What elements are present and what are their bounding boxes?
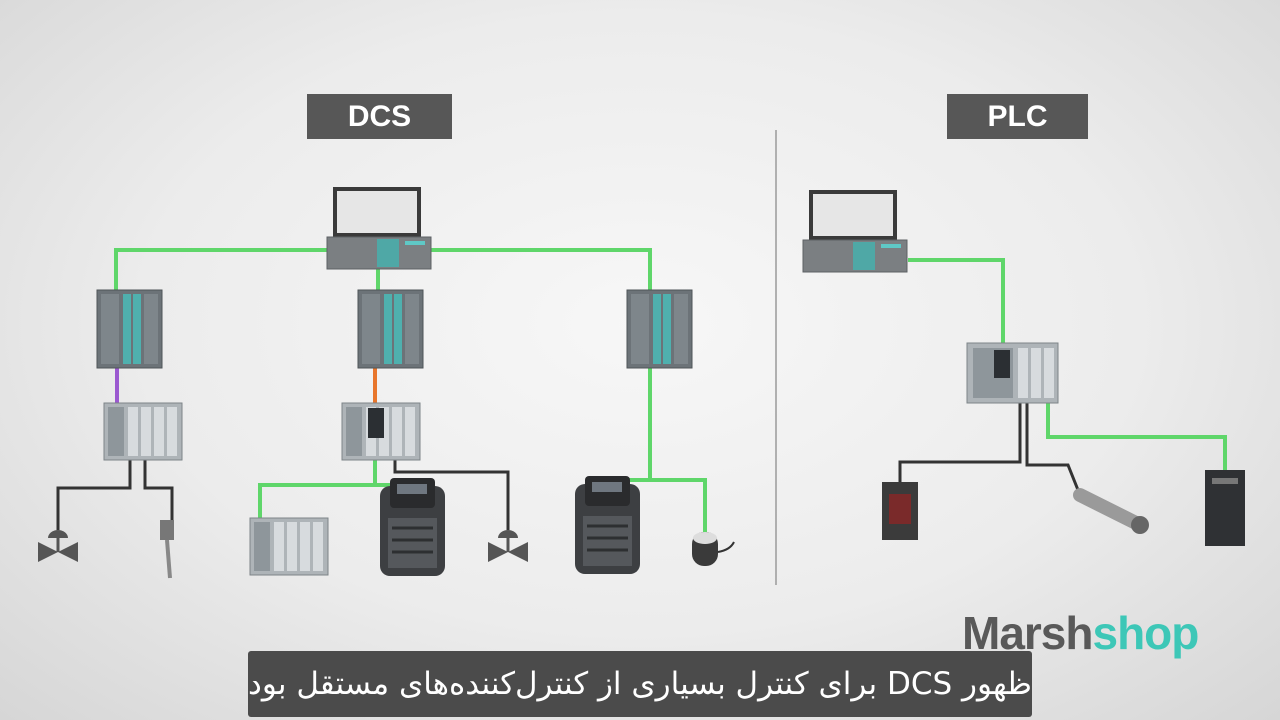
- encoder-icon: [692, 532, 735, 566]
- drive-2: [573, 474, 642, 576]
- temperature-sensor-icon: [160, 520, 174, 579]
- video-subtitle: ظهور DCS برای کنترل بسیاری از کنترل‌کنند…: [248, 651, 1032, 717]
- dcs-network-lines: [56, 248, 707, 532]
- dcs-io-module-1: [103, 402, 183, 461]
- power-module-icon: [1205, 470, 1245, 546]
- logo-part-2: shop: [1092, 607, 1199, 659]
- logo-part-1: Marsh: [962, 607, 1093, 659]
- valve-icon: [36, 528, 80, 564]
- dcs-controller-3: [626, 289, 693, 369]
- plc-controller: [966, 342, 1059, 404]
- plc-title: PLC: [947, 94, 1088, 139]
- dcs-operator-station: [326, 186, 432, 270]
- dcs-controller-2: [357, 289, 424, 369]
- dcs-io-module-3: [249, 517, 329, 576]
- photoelectric-sensor-icon: [882, 482, 918, 540]
- plc-network-lines: [898, 258, 1227, 496]
- proximity-sensor-icon: [1073, 488, 1149, 534]
- dcs-io-module-2: [341, 402, 421, 461]
- valve-icon: [486, 528, 530, 564]
- drive-1: [378, 476, 447, 578]
- dcs-controller-1: [96, 289, 163, 369]
- plc-operator-station: [802, 189, 908, 273]
- marshshop-logo: Marshshop: [962, 606, 1199, 660]
- dcs-title: DCS: [307, 94, 452, 139]
